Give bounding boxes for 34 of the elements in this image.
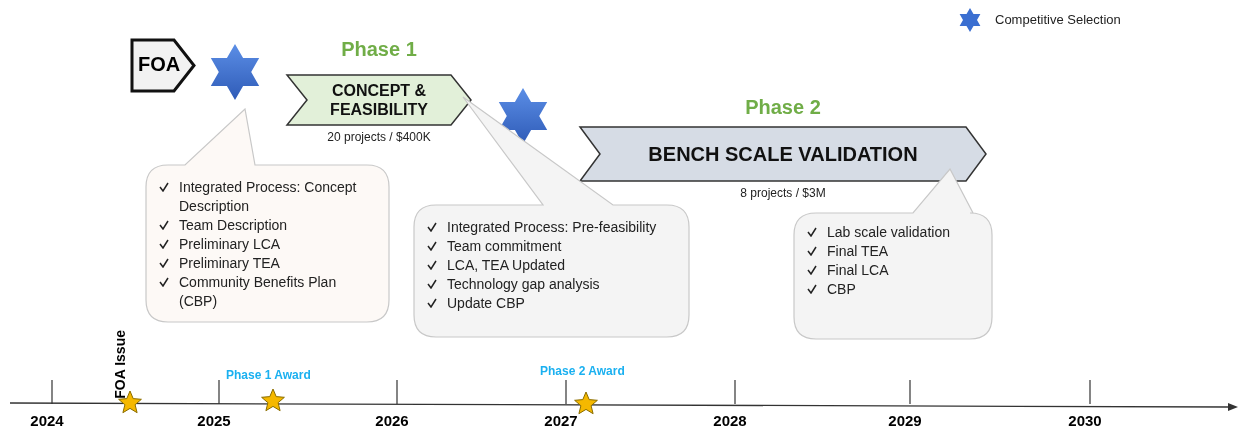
milestone-label: Phase 1 Award bbox=[226, 368, 311, 382]
checklist-item: Integrated Process: Concept Description bbox=[179, 178, 358, 216]
milestone-label: FOA Issue bbox=[112, 330, 128, 399]
tag-text: FOA bbox=[138, 53, 181, 76]
checklist-item: Preliminary LCA bbox=[179, 235, 282, 254]
checklist-item: Team commitment bbox=[447, 237, 563, 256]
legend-text: Competitive Selection bbox=[995, 12, 1121, 27]
checklist-item: Community Benefits Plan (CBP) bbox=[179, 273, 338, 311]
checklist-item: Final TEA bbox=[827, 242, 890, 261]
checklist-item: Technology gap analysis bbox=[447, 275, 601, 294]
phase-name: CONCEPT & FEASIBILITY bbox=[329, 80, 429, 120]
checklist-item: Team Description bbox=[179, 216, 289, 235]
checklist-item: Preliminary TEA bbox=[179, 254, 281, 273]
funding-note: 20 projects / $400K bbox=[326, 130, 432, 144]
year-label: 2030 bbox=[1067, 412, 1103, 429]
checklist-item: Final LCA bbox=[827, 261, 890, 280]
year-label: 2027 bbox=[543, 412, 579, 429]
checklist-item: LCA, TEA Updated bbox=[447, 256, 567, 275]
checklist-item: Integrated Process: Pre-feasibility bbox=[447, 218, 658, 237]
year-label: 2028 bbox=[712, 412, 748, 429]
phase-name: BENCH SCALE VALIDATION bbox=[647, 142, 919, 166]
checklist-item: CBP bbox=[827, 280, 857, 299]
year-label: 2026 bbox=[374, 412, 410, 429]
milestone-label: Phase 2 Award bbox=[540, 364, 625, 378]
year-label: 2029 bbox=[887, 412, 923, 429]
year-label: 2024 bbox=[29, 412, 65, 429]
phase-title: Phase 2 bbox=[744, 96, 822, 119]
year-label: 2025 bbox=[196, 412, 232, 429]
funding-note: 8 projects / $3M bbox=[739, 186, 827, 200]
phase-title: Phase 1 bbox=[340, 38, 418, 61]
checklist-item: Update CBP bbox=[447, 294, 526, 313]
speech-bubble bbox=[793, 168, 993, 340]
checklist-item: Lab scale validation bbox=[827, 223, 951, 242]
label-tag bbox=[130, 38, 196, 93]
